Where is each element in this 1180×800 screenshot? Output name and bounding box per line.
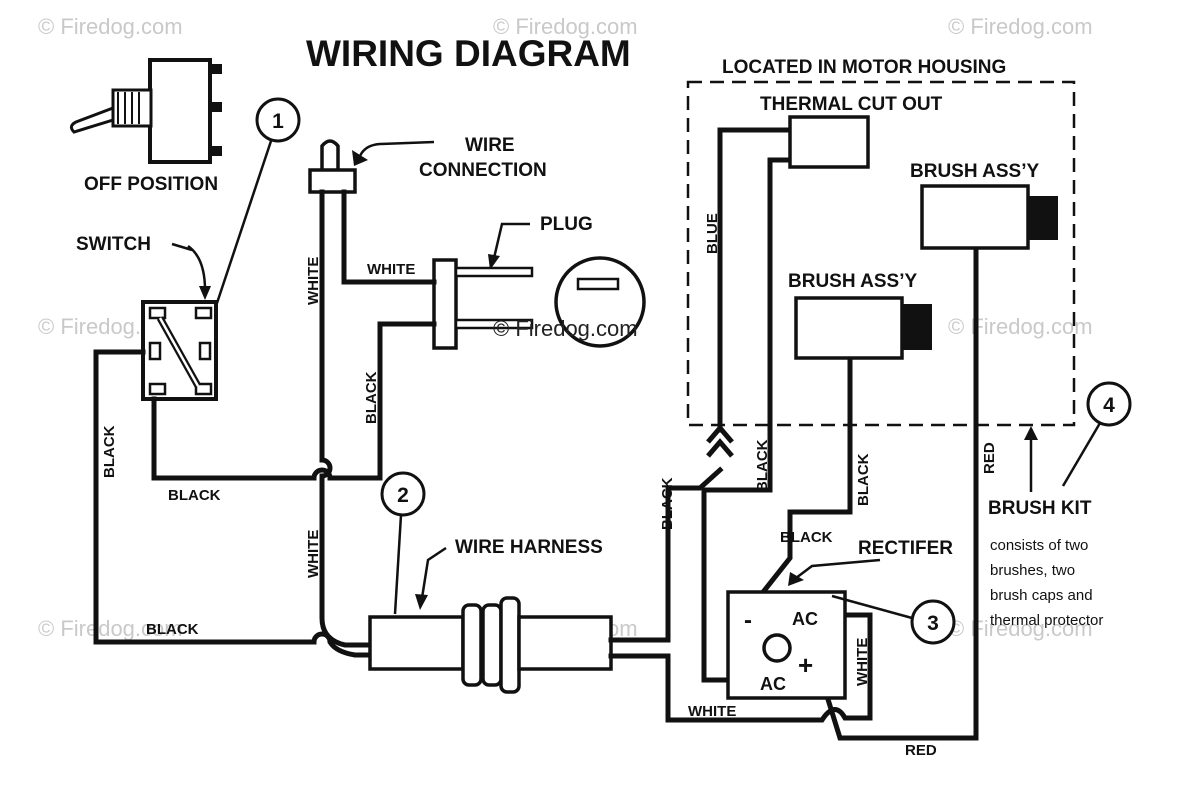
wire-black-harness (608, 466, 724, 643)
wire-white-plug (341, 189, 437, 285)
brush-assy-top (920, 184, 1058, 250)
svg-text:2: 2 (397, 484, 409, 507)
wire-label-red-right: RED (981, 442, 998, 474)
watermark-plug: © Firedog.com (493, 316, 638, 341)
brush-kit-desc-3: brush caps and (990, 587, 1093, 604)
brush-kit-desc-1: consists of two (990, 537, 1088, 554)
watermark-top-left: © Firedog.com (38, 14, 183, 39)
wire-label-red-bottom: RED (905, 742, 937, 759)
watermark-bottom-left: © Firedog.com (38, 616, 183, 641)
wire-label-white-bottom: WHITE (305, 530, 322, 578)
svg-text:1: 1 (272, 110, 284, 133)
wire-connection-label-line1: WIRE (465, 135, 515, 156)
wire-label-black-harness: BLACK (659, 477, 676, 530)
wire-label-black-thermal: BLACK (754, 439, 771, 492)
wire-label-black-bottom: BLACK (146, 621, 199, 638)
brush-assy-mid-label: BRUSH ASS’Y (788, 271, 917, 292)
wire-harness-connector (368, 596, 613, 694)
rectifier-ac-top: AC (792, 609, 818, 629)
wire-black-brush (756, 355, 853, 600)
wire-white-main (319, 189, 373, 648)
callout-3: 3 (831, 594, 956, 645)
diagram-title: WIRING DIAGRAM (306, 33, 631, 74)
switch-pointer (171, 242, 193, 252)
off-position-label: OFF POSITION (84, 174, 218, 195)
wire-red (818, 243, 979, 741)
svg-text:3: 3 (927, 612, 939, 635)
wire-label-black-plug: BLACK (363, 371, 380, 424)
watermark-top-center: © Firedog.com (493, 14, 638, 39)
wire-blue (717, 127, 795, 433)
wire-label-white-plug: WHITE (367, 261, 415, 278)
rectifier-ac-bottom: AC (760, 674, 786, 694)
wire-harness-label: WIRE HARNESS (455, 537, 603, 558)
wire-black-plug (151, 321, 437, 481)
wire-connection-icon (308, 139, 357, 194)
wire-label-black-switch: BLACK (168, 487, 221, 504)
wire-label-white-top: WHITE (305, 257, 322, 305)
wire-label-white-rect: WHITE (854, 638, 871, 686)
watermark-mid-right: © Firedog.com (948, 314, 1093, 339)
switch-label: SWITCH (76, 234, 151, 255)
thermal-cut-out (788, 115, 870, 169)
plug-label: PLUG (540, 214, 593, 235)
brush-assy-top-label: BRUSH ASS’Y (910, 161, 1039, 182)
switch-body (141, 300, 218, 401)
rectifier-label: RECTIFER (858, 538, 953, 559)
wire-label-black-brush: BLACK (855, 453, 872, 506)
svg-text:4: 4 (1103, 394, 1115, 417)
wire-black-left (93, 349, 373, 658)
motor-housing-outline (686, 80, 1076, 427)
brush-kit-desc-4: thermal protector (990, 612, 1103, 629)
wire-white-harness (608, 612, 873, 723)
wire-label-black-left: BLACK (101, 425, 118, 478)
callout-2: 2 (380, 471, 426, 615)
wire-label-black-rect-minus: BLACK (780, 529, 833, 546)
wire-black-thermal (701, 157, 795, 683)
motor-housing-label: LOCATED IN MOTOR HOUSING (722, 57, 1006, 78)
watermark-top-right: © Firedog.com (948, 14, 1093, 39)
toggle-switch-icon (69, 58, 222, 164)
brush-kit-label: BRUSH KIT (988, 498, 1092, 519)
callout-1: 1 (212, 97, 301, 313)
rectifier-plus: + (798, 650, 813, 680)
plug-body (432, 258, 534, 350)
callout-4: 4 (1061, 381, 1132, 487)
brush-assy-mid (794, 296, 932, 360)
wire-connection-label-line2: CONNECTION (419, 160, 547, 181)
rectifier-body (726, 590, 847, 700)
brush-kit-desc-2: brushes, two (990, 562, 1075, 579)
thermal-cut-out-label: THERMAL CUT OUT (760, 94, 943, 115)
plug-face-icon (554, 256, 646, 348)
wire-label-white-bottom-right: WHITE (688, 703, 736, 720)
rectifier-minus: - (744, 607, 752, 634)
watermark-bottom-right: © Firedog.com (948, 616, 1093, 641)
wire-label-blue: BLUE (704, 213, 721, 254)
